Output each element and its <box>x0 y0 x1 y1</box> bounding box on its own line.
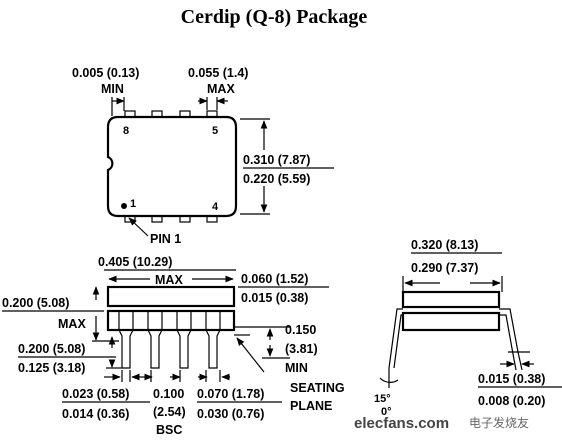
side-lead-1 <box>118 311 134 369</box>
top-lead-5 <box>206 110 218 118</box>
top-lead-6 <box>179 110 191 118</box>
pin-1-label: 1 <box>130 198 136 210</box>
top-view: 8 5 1 4 0.005 (0.13) MIN 0.055 (1.4) MAX… <box>72 66 334 246</box>
end-body-top <box>401 290 501 309</box>
watermark-site: elecfans.com <box>354 415 449 432</box>
dim-cap-min: 0.015 (0.38) <box>241 291 308 305</box>
seating-label-2: PLANE <box>290 399 332 413</box>
end-lead-right <box>499 308 523 371</box>
dim-height-max: 0.200 (5.08) <box>2 296 69 310</box>
top-view-body <box>106 115 238 218</box>
pin-4-label: 4 <box>212 201 219 213</box>
dim-min-offset: 0.005 (0.13) <box>72 66 139 80</box>
dim-cap-max: 0.060 (1.52) <box>241 272 308 286</box>
dim-row-max: 0.320 (8.13) <box>411 238 478 252</box>
top-lead-8 <box>124 110 136 118</box>
dim-leadw-max: 0.023 (0.58) <box>62 387 129 401</box>
pin-1-dot <box>121 203 127 209</box>
dim-leadw-min: 0.014 (0.36) <box>62 407 129 421</box>
dim-min-label: MIN <box>101 82 124 96</box>
angle-arc <box>379 377 399 383</box>
dim-standoff-mm: (3.81) <box>285 342 318 356</box>
side-body-top <box>106 285 236 308</box>
dim-length-max: 0.405 (10.29) <box>98 255 172 269</box>
dim-standoff-label: MIN <box>285 361 308 375</box>
seating-leader <box>236 337 265 373</box>
dim-max-lead: 0.055 (1.4) <box>188 66 248 80</box>
pin1-leader <box>128 217 149 237</box>
dim-width-max: 0.310 (7.87) <box>243 153 310 167</box>
pin1-callout: PIN 1 <box>150 232 181 246</box>
dim-angle-max: 15° <box>374 393 391 405</box>
dim-pitch-mm: (2.54) <box>153 405 186 419</box>
dim-width-min: 0.220 (5.59) <box>243 172 310 186</box>
seating-label-1: SEATING <box>290 381 345 395</box>
side-lead-2 <box>147 311 163 369</box>
dim-height-label: MAX <box>58 317 86 331</box>
dim-length-label: MAX <box>155 273 183 287</box>
top-lead-7 <box>151 110 163 118</box>
dim-shoulder-max: 0.070 (1.78) <box>197 387 264 401</box>
side-lead-3 <box>176 311 192 369</box>
side-lead-4 <box>205 311 221 369</box>
watermark: elecfans.com 电子发烧友 <box>354 415 529 432</box>
pin-8-label: 8 <box>123 125 129 137</box>
side-view: 0.405 (10.29) MAX 0.060 (1.52) 0.015 (0.… <box>2 255 345 437</box>
bottom-lead-3 <box>179 215 191 223</box>
dim-row-min: 0.290 (7.37) <box>411 261 478 275</box>
dim-pitch: 0.100 <box>153 387 184 401</box>
end-view: 0.320 (8.13) 0.290 (7.37) 15° 0° 0.015 (… <box>374 238 562 418</box>
end-lead-left <box>388 308 403 369</box>
dim-leadlen-max: 0.200 (5.08) <box>18 342 85 356</box>
pin-5-label: 5 <box>212 125 218 137</box>
bottom-lead-4 <box>206 215 218 223</box>
dim-standoff: 0.150 <box>285 323 316 337</box>
page-title: Cerdip (Q-8) Package <box>181 6 368 28</box>
dim-shoulder-min: 0.030 (0.76) <box>197 407 264 421</box>
dim-thick-min: 0.008 (0.20) <box>478 394 545 408</box>
end-body-bottom <box>401 311 501 332</box>
bottom-lead-2 <box>151 215 163 223</box>
side-leads <box>118 311 221 369</box>
side-body-bottom <box>106 309 236 332</box>
watermark-cn: 电子发烧友 <box>469 415 529 430</box>
dim-thick-max: 0.015 (0.38) <box>478 372 545 386</box>
dim-angle-min: 0° <box>381 406 392 418</box>
dim-leadlen-min: 0.125 (3.18) <box>18 361 85 375</box>
dim-max-label: MAX <box>207 82 235 96</box>
dim-pitch-label: BSC <box>156 423 182 437</box>
